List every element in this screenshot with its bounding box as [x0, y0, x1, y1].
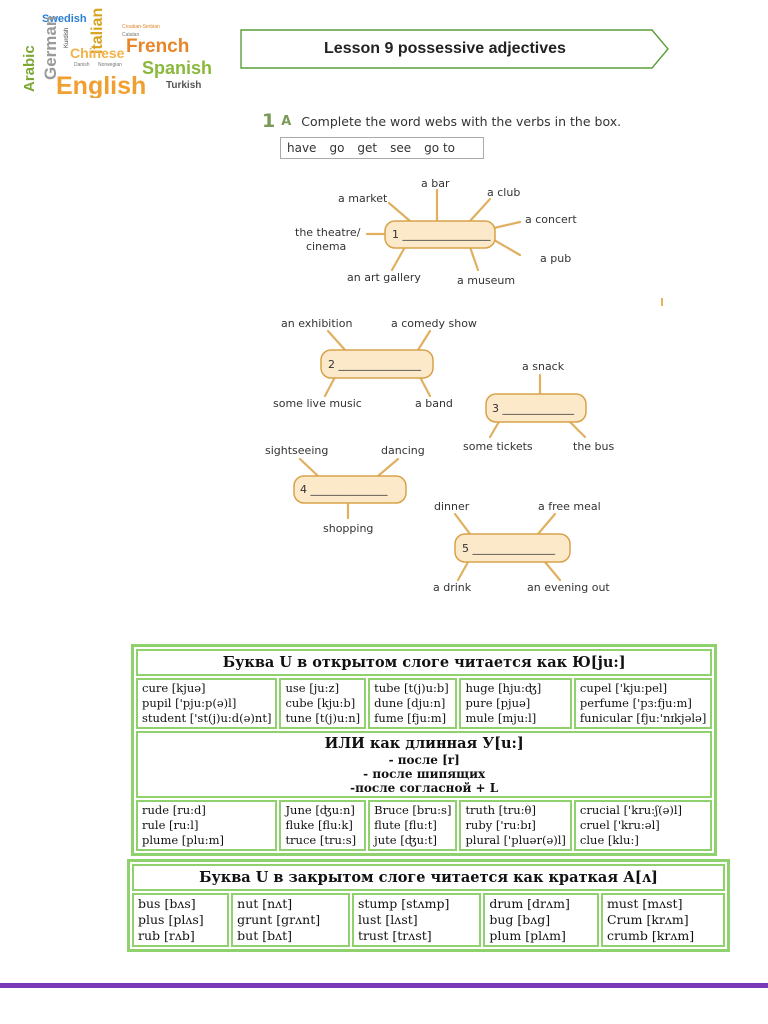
- word-cell: rude [ru:d]rule [ru:l]plume [plu:m]: [136, 800, 278, 851]
- web-word: a snack: [522, 360, 565, 373]
- web-word: a concert: [525, 213, 577, 226]
- logo-word: Turkish: [166, 80, 201, 91]
- logo-word: German: [41, 16, 60, 80]
- verb-item: get: [357, 141, 378, 155]
- web-word: some live music: [273, 397, 362, 410]
- web-label: 3 _____________: [492, 402, 574, 415]
- web-word: a pub: [540, 252, 571, 265]
- instruction-text: Complete the word webs with the verbs in…: [301, 113, 622, 129]
- web-oval: [485, 393, 587, 423]
- word-cell: June [ʤu:n]fluke [flu:k]truce [tru:s]: [279, 800, 367, 851]
- table-heading: Буква U в открытом слоге читается как Ю[…: [136, 649, 713, 676]
- logo-word: French: [126, 36, 189, 57]
- web-word: some tickets: [463, 440, 533, 453]
- web-label: 5 _______________: [462, 542, 555, 555]
- logo-word: Catalan: [122, 32, 139, 38]
- closed-syllable-table: Буква U в закрытом слоге читается как кр…: [127, 859, 730, 952]
- word-cell: tube [t(j)u:b]dune [dju:n]fume [fju:m]: [368, 678, 458, 729]
- web-word: dancing: [381, 444, 425, 457]
- web-label: 4 ______________: [300, 483, 388, 496]
- rule-note: ИЛИ как длинная У[u:] - после [r] - посл…: [136, 731, 713, 798]
- word-cell: drum [drʌm]bug [bʌg]plum [plʌm]: [483, 893, 600, 947]
- footer-divider: [0, 983, 768, 988]
- verb-box: have go get see go to: [280, 137, 484, 159]
- open-syllable-table: Буква U в открытом слоге читается как Ю[…: [131, 644, 717, 856]
- logo-word: Spanish: [142, 58, 212, 78]
- web-word: a market: [338, 192, 388, 205]
- word-cell: nut [nʌt]grunt [grʌnt]but [bʌt]: [231, 893, 350, 947]
- word-cell: cupel ['kju:pel]perfume ['pɜ:fju:m]funic…: [573, 678, 713, 729]
- verb-item: go: [329, 141, 345, 155]
- logo-word: Norwegian: [98, 62, 122, 68]
- word-cell: cure [kjuə]pupil ['pju:p(ə)l]student ['s…: [136, 678, 278, 729]
- word-cell: crucial ['kru:ʃ(ə)l]cruel ['kru:əl]clue …: [573, 800, 713, 851]
- word-cell: truth [tru:θ]ruby ['ru:bɪ]plural ['pluər…: [459, 800, 572, 851]
- web-oval: [384, 220, 496, 249]
- word-cell: stump [stʌmp]lust [lʌst]trust [trʌst]: [351, 893, 482, 947]
- word-cell: must [mʌst]Crum [krʌm]crumb [krʌm]: [601, 893, 725, 947]
- web-word: sightseeing: [265, 444, 328, 457]
- web-label: 1 ________________: [392, 228, 491, 241]
- table-heading: Буква U в закрытом слоге читается как кр…: [132, 864, 725, 891]
- page-title: Lesson 9 possessive adjectives: [324, 40, 566, 57]
- web-word: a museum: [457, 274, 515, 287]
- web-word: a free meal: [538, 500, 601, 513]
- logo-word: Arabic: [21, 45, 38, 92]
- web-word: the theatre/: [295, 226, 361, 239]
- exercise-number: 1: [262, 110, 276, 132]
- logo-word: Croatian-Serbian: [122, 24, 160, 30]
- verb-item: go to: [424, 141, 455, 155]
- web-word: the bus: [573, 440, 615, 453]
- word-cell: Bruce [bru:s]flute [flu:t]jute [ʤu:t]: [368, 800, 458, 851]
- web-word: shopping: [323, 522, 373, 535]
- verb-item: see: [390, 141, 412, 155]
- web-word: dinner: [434, 500, 470, 513]
- title-banner: [240, 29, 669, 69]
- web-oval: [320, 349, 434, 379]
- web-oval: [454, 533, 571, 563]
- web-word: a band: [415, 397, 453, 410]
- logo-word: Swedish: [42, 13, 87, 25]
- language-word-cloud-logo: Swedish German Arabic Italian French Chi…: [21, 8, 212, 98]
- logo-word: Italian: [89, 8, 106, 54]
- word-cell: use [ju:z]cube [kju:b]tune [t(j)u:n]: [279, 678, 367, 729]
- exercise-instruction: 1 A Complete the word webs with the verb…: [262, 110, 621, 132]
- web-word: an exhibition: [281, 317, 352, 330]
- web-word: an evening out: [527, 581, 610, 594]
- exercise-letter: A: [281, 113, 292, 129]
- web-word: a comedy show: [391, 317, 477, 330]
- word-cell: bus [bʌs]plus [plʌs]rub [rʌb]: [132, 893, 230, 947]
- logo-word: Kurdish: [64, 28, 70, 48]
- verb-item: have: [287, 141, 317, 155]
- logo-word: English: [56, 72, 146, 98]
- web-word: a drink: [433, 581, 472, 594]
- web-word: a club: [487, 186, 520, 199]
- web-word: an art gallery: [347, 271, 421, 284]
- web-label: 2 _______________: [328, 358, 421, 371]
- web-oval: [293, 475, 407, 504]
- logo-word: Chinese: [70, 45, 125, 61]
- word-cell: huge [hju:ʤ]pure [pjuə]mule [mju:l]: [459, 678, 572, 729]
- web-word: cinema: [306, 240, 346, 253]
- web-word: a bar: [421, 177, 450, 190]
- logo-word: Danish: [74, 62, 90, 68]
